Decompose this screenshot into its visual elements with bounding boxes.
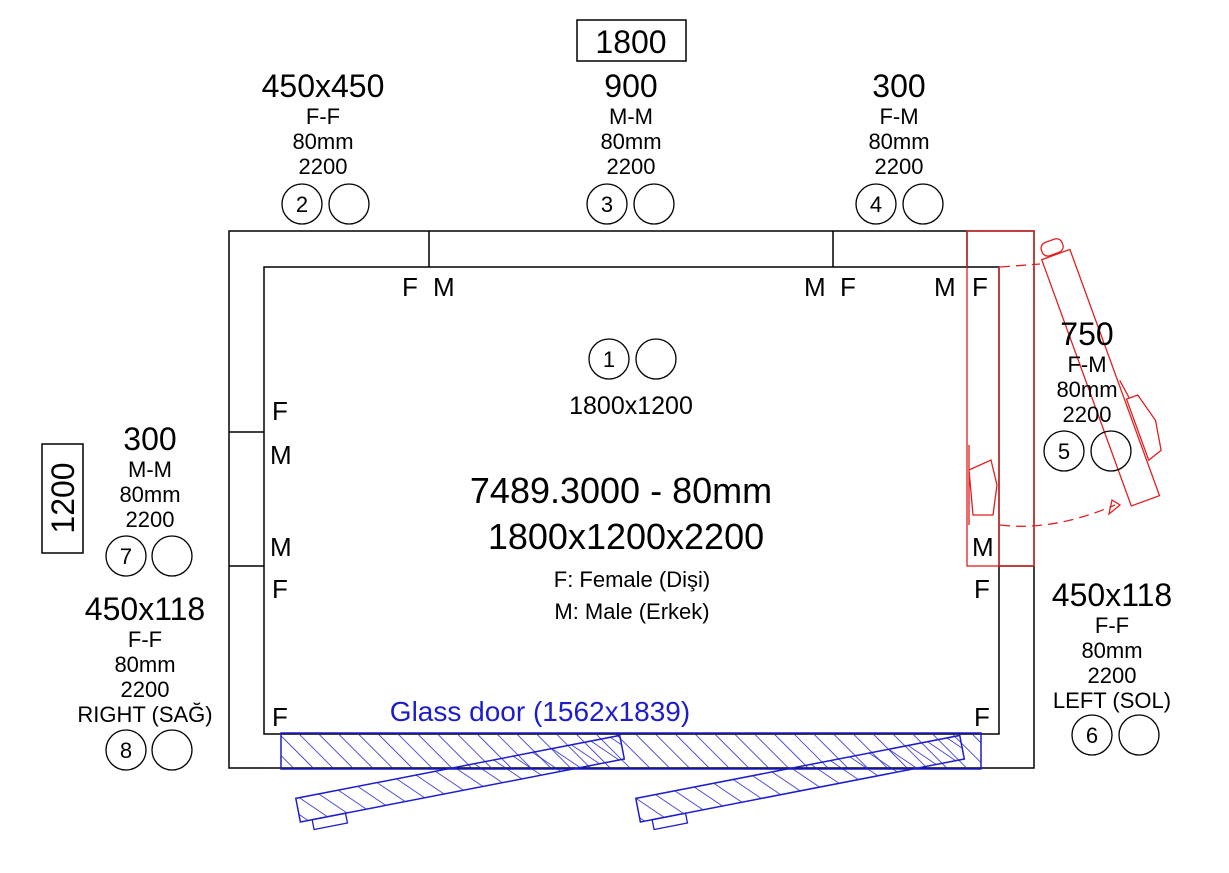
panel-label-2: 450x450 F-F 80mm 2200 2: [262, 68, 385, 225]
svg-text:80mm: 80mm: [1056, 377, 1117, 402]
joint-letters: F M M F M F F M M F F M F F: [270, 272, 994, 732]
svg-text:2: 2: [296, 192, 308, 217]
svg-text:F: F: [840, 272, 856, 302]
svg-text:300: 300: [123, 421, 176, 457]
svg-text:F-M: F-M: [1067, 352, 1106, 377]
svg-text:80mm: 80mm: [868, 129, 929, 154]
center-info: 7489.3000 - 80mm 1800x1200x2200 F: Femal…: [470, 470, 772, 624]
svg-text:3: 3: [601, 192, 613, 217]
ceiling-label-1: 1 1800x1200: [569, 338, 693, 420]
swung-door-leaf: [1040, 238, 1162, 507]
svg-text:2200: 2200: [1088, 663, 1137, 688]
svg-text:750: 750: [1060, 316, 1113, 352]
svg-text:F-F: F-F: [1095, 613, 1129, 638]
svg-text:F-M: F-M: [879, 104, 918, 129]
svg-text:2200: 2200: [607, 154, 656, 179]
svg-text:80mm: 80mm: [114, 652, 175, 677]
svg-text:8: 8: [120, 738, 132, 763]
svg-text:M: M: [934, 272, 956, 302]
svg-text:RIGHT (SAĞ): RIGHT (SAĞ): [77, 702, 212, 727]
top-dimension: 1800: [576, 19, 687, 62]
svg-text:M: M: [270, 440, 292, 470]
svg-text:450x118: 450x118: [85, 591, 205, 627]
sliding-leaf-left: [294, 734, 626, 831]
svg-text:F: F: [272, 396, 288, 426]
svg-text:LEFT (SOL): LEFT (SOL): [1053, 688, 1171, 713]
svg-text:M-M: M-M: [128, 457, 172, 482]
panel-label-6: 450x118 F-F 80mm 2200 LEFT (SOL) 6: [1052, 577, 1172, 756]
panel-label-7: 300 M-M 80mm 2200 7: [105, 421, 193, 577]
panel-label-4: 300 F-M 80mm 2200 4: [855, 68, 944, 225]
svg-text:7489.3000 - 80mm: 7489.3000 - 80mm: [470, 470, 772, 511]
svg-text:900: 900: [604, 68, 657, 104]
svg-text:5: 5: [1058, 439, 1070, 464]
svg-text:F-F: F-F: [306, 104, 340, 129]
svg-text:450x450: 450x450: [262, 68, 385, 104]
svg-text:F: F: [272, 574, 288, 604]
svg-text:2200: 2200: [875, 154, 924, 179]
svg-text:6: 6: [1086, 723, 1098, 748]
svg-text:M: M: [972, 532, 994, 562]
svg-text:M: Male (Erkek): M: Male (Erkek): [554, 599, 709, 624]
svg-text:7: 7: [120, 544, 132, 569]
svg-text:80mm: 80mm: [119, 482, 180, 507]
svg-text:2200: 2200: [121, 677, 170, 702]
svg-text:M: M: [804, 272, 826, 302]
svg-text:1800x1200x2200: 1800x1200x2200: [488, 516, 764, 557]
svg-text:2200: 2200: [1063, 402, 1112, 427]
svg-text:1200: 1200: [45, 462, 81, 533]
svg-text:F: Female (Dişi): F: Female (Dişi): [554, 567, 710, 592]
side-dimension: 1200: [41, 443, 84, 554]
svg-text:M: M: [433, 272, 455, 302]
red-door-assembly: [966, 230, 1162, 567]
svg-text:2200: 2200: [126, 507, 175, 532]
svg-text:M: M: [270, 532, 292, 562]
svg-text:1800x1200: 1800x1200: [569, 392, 693, 420]
svg-text:4: 4: [870, 192, 882, 217]
svg-text:2200: 2200: [299, 154, 348, 179]
svg-text:80mm: 80mm: [1081, 638, 1142, 663]
red-door-frame: [966, 230, 1035, 567]
svg-text:F: F: [402, 272, 418, 302]
glass-door: Glass door (1562x1839): [280, 696, 982, 831]
sliding-leaf-right: [634, 734, 966, 831]
svg-text:300: 300: [872, 68, 925, 104]
svg-text:F: F: [974, 702, 990, 732]
svg-text:1800: 1800: [595, 24, 666, 60]
svg-text:F: F: [974, 574, 990, 604]
panel-label-5: 750 F-M 80mm 2200 5: [1043, 316, 1132, 472]
panel-label-8: 450x118 F-F 80mm 2200 RIGHT (SAĞ) 8: [77, 591, 213, 771]
svg-text:450x118: 450x118: [1052, 577, 1172, 613]
panel-label-3: 900 M-M 80mm 2200 3: [586, 68, 675, 225]
svg-text:F: F: [272, 702, 288, 732]
svg-text:1: 1: [603, 347, 615, 372]
svg-text:80mm: 80mm: [292, 129, 353, 154]
glass-door-label: Glass door (1562x1839): [390, 696, 690, 727]
svg-text:80mm: 80mm: [600, 129, 661, 154]
svg-text:F-F: F-F: [128, 627, 162, 652]
svg-text:F: F: [972, 272, 988, 302]
svg-text:M-M: M-M: [609, 104, 653, 129]
